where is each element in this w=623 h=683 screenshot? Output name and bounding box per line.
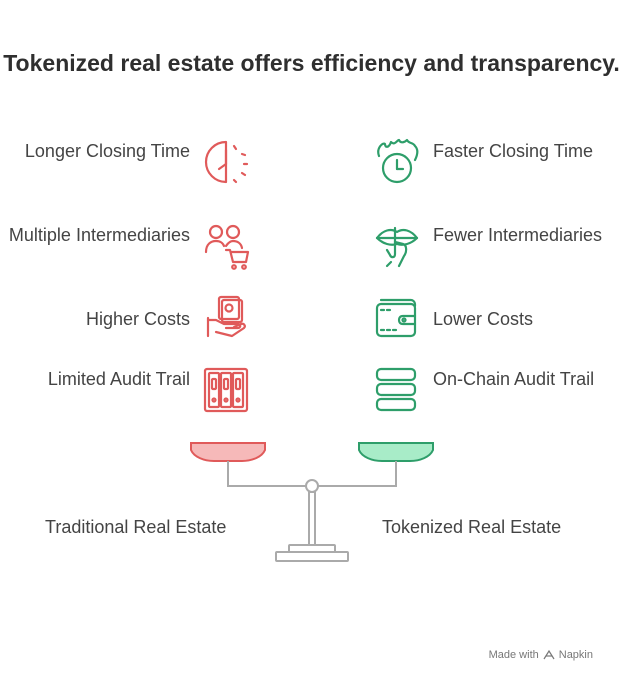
left-item-label-3: Higher Costs bbox=[85, 309, 190, 329]
scale-base bbox=[275, 551, 349, 562]
page-title: Tokenized real estate offers efficiency … bbox=[3, 50, 620, 76]
wallet-icon bbox=[375, 298, 417, 338]
tokenized-real-estate-label: Tokenized Real Estate bbox=[382, 517, 562, 537]
footer-brand: Napkin bbox=[558, 649, 593, 661]
hand-gesture-icon bbox=[375, 226, 419, 268]
footer: Made with Napkin bbox=[489, 649, 593, 661]
scale-post bbox=[308, 491, 316, 546]
right-item-label-3: Lower Costs bbox=[433, 309, 534, 329]
scale-base-top bbox=[288, 544, 336, 553]
left-item-label-2: Multiple Intermediaries bbox=[8, 225, 190, 245]
right-item-label-1: Faster Closing Time bbox=[433, 141, 594, 161]
right-item-label-4: On-Chain Audit Trail bbox=[433, 369, 595, 389]
right-scale-pan bbox=[358, 442, 434, 462]
stack-icon bbox=[375, 367, 417, 412]
napkin-logo-icon bbox=[543, 649, 555, 660]
traditional-real-estate-label: Traditional Real Estate bbox=[45, 517, 227, 537]
footer-prefix: Made with bbox=[488, 649, 539, 661]
binders-icon bbox=[203, 367, 249, 413]
left-item-label-4: Limited Audit Trail bbox=[47, 369, 190, 389]
left-item-label-1: Longer Closing Time bbox=[24, 141, 190, 161]
hand-money-icon bbox=[206, 295, 246, 338]
scale-pivot bbox=[305, 479, 319, 493]
people-cart-icon bbox=[204, 224, 250, 270]
fast-clock-icon bbox=[377, 138, 419, 184]
right-item-label-2: Fewer Intermediaries bbox=[433, 225, 603, 245]
half-clock-icon bbox=[204, 140, 249, 184]
left-scale-pan bbox=[190, 442, 266, 462]
